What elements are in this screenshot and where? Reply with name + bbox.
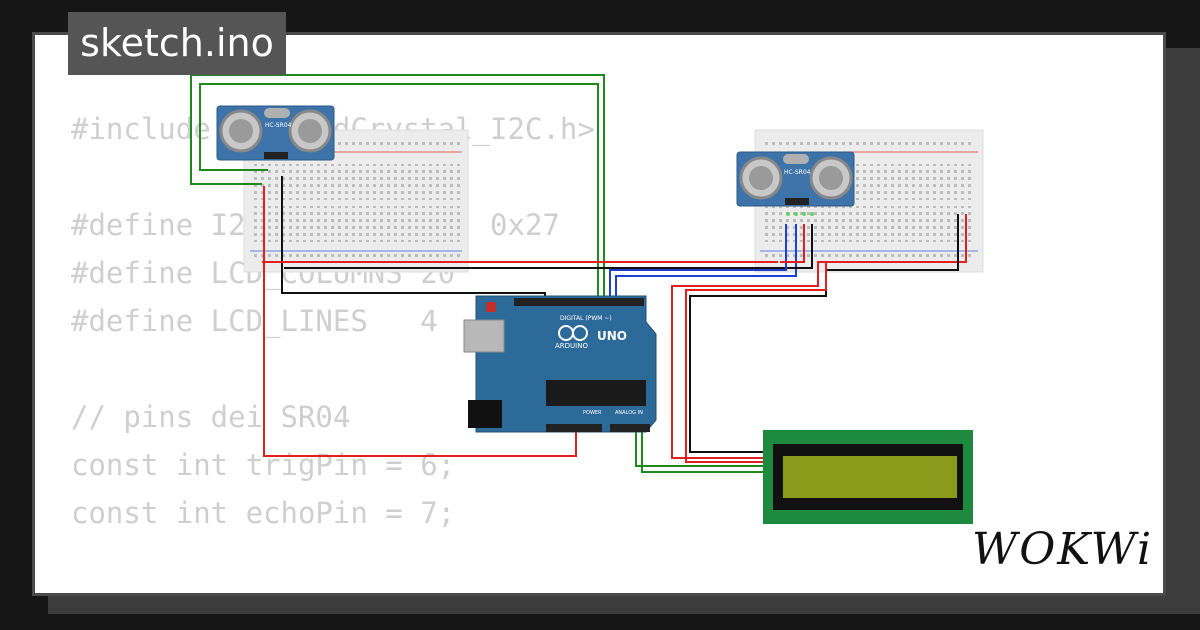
code-line: const int echoPin = 7;	[71, 496, 456, 530]
ultrasonic-sensor-left: HC-SR04	[216, 105, 335, 161]
board-brand: ARDUINO	[555, 342, 588, 350]
code-line: // pins dei SR04	[71, 400, 351, 434]
board-analog-label: ANALOG IN	[615, 410, 643, 416]
sensor-label: HC-SR04	[784, 169, 811, 176]
code-line: const int trigPin2 = 5;	[71, 585, 595, 593]
wires	[190, 74, 967, 473]
code-line: #define LCD_LINES 4	[71, 304, 438, 338]
file-tab[interactable]: sketch.ino	[68, 12, 286, 75]
wokwi-logo: WOKWi	[972, 524, 1154, 575]
board-name: UNO	[597, 329, 627, 343]
board-power-label: POWER	[583, 410, 602, 416]
code-line: const int trigPin = 6;	[71, 448, 456, 482]
board-digital-label: DIGITAL (PWM ~)	[560, 315, 612, 322]
lcd-display	[763, 430, 973, 524]
arduino-uno-board: DIGITAL (PWM ~) UNO ARDUINO ANALOG IN PO…	[463, 295, 657, 433]
sensor-label: HC-SR04	[265, 122, 292, 129]
ultrasonic-sensor-right: HC-SR04	[736, 151, 855, 216]
